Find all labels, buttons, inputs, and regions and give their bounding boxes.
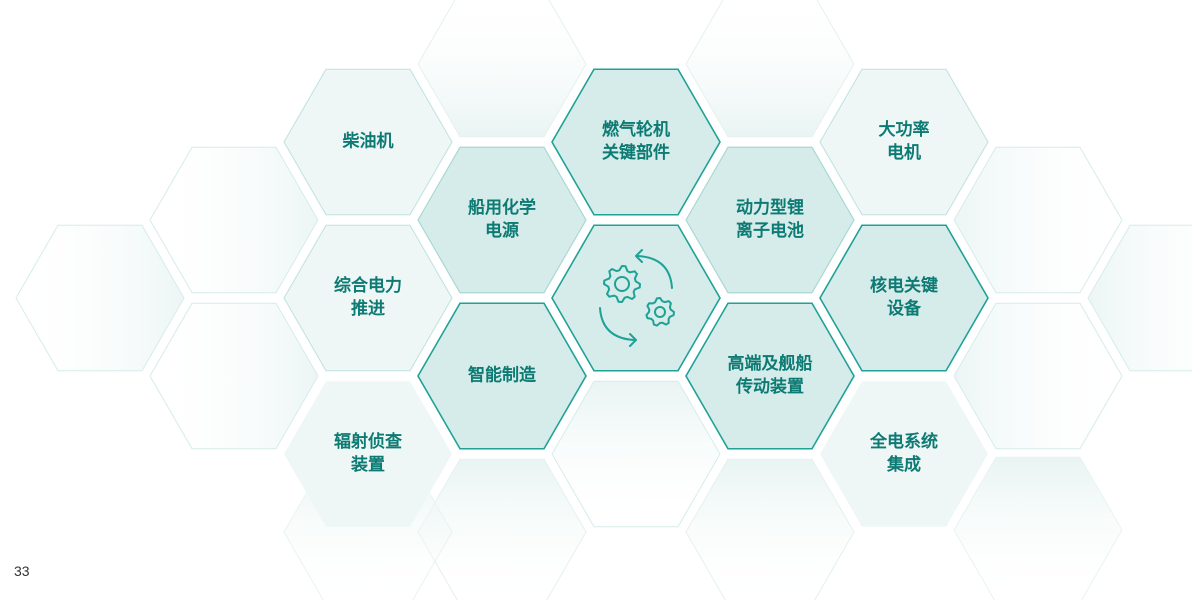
hexagon-label-radiation-reconnaissance-device: 辐射侦查装置	[304, 431, 432, 477]
hexagon-label-line: 传动装置	[736, 377, 804, 397]
decorative-hexagon	[149, 302, 319, 450]
decorative-hexagon	[1087, 224, 1192, 372]
decorative-hexagon	[953, 302, 1123, 450]
hexagon-nuclear-power-key-equipment	[819, 224, 989, 372]
hexagon-label-gas-turbine-key-parts: 燃气轮机关键部件	[572, 119, 700, 165]
decorative-hexagon	[953, 456, 1123, 600]
gear-icon	[645, 297, 675, 327]
hexagon-marine-chemical-power-source	[417, 146, 587, 294]
hexagon-label-line: 动力型锂	[736, 198, 804, 218]
decorative-hexagon	[551, 380, 721, 528]
hexagon-high-power-motor	[819, 68, 989, 216]
hexagon-label-integrated-electric-propulsion: 综合电力推进	[304, 275, 432, 321]
hexagon-intelligent-manufacturing	[417, 302, 587, 450]
hexagon-gas-turbine-key-parts	[551, 68, 721, 216]
hexagon-label-high-end-ship-transmission: 高端及舰船传动装置	[706, 353, 834, 399]
hexagon-label-line: 离子电池	[736, 221, 804, 241]
hexagon-label-line: 电机	[887, 143, 921, 163]
hexagon-diesel-engine	[283, 68, 453, 216]
gear-icon	[603, 265, 641, 303]
hexagon-radiation-reconnaissance-device	[284, 381, 452, 527]
hexagon-label-power-lithium-ion-battery: 动力型锂离子电池	[706, 197, 834, 243]
decorative-hexagon	[149, 146, 319, 294]
hexagon-label-line: 全电系统	[870, 432, 938, 452]
hexagon-label-line: 燃气轮机	[602, 120, 670, 140]
hexagon-integrated-electric-propulsion	[283, 224, 453, 372]
page-number: 33	[14, 563, 30, 579]
hexagon-label-line: 智能制造	[468, 365, 536, 386]
hexagon-label-line: 柴油机	[342, 131, 394, 152]
decorative-hexagon	[953, 146, 1123, 294]
hexagon-label-line: 推进	[351, 299, 385, 319]
hexagon-label-line: 电源	[485, 221, 519, 241]
hexagon-all-electric-system-integration	[820, 381, 988, 527]
decorative-hexagon	[685, 0, 855, 138]
center-hexagon	[551, 224, 721, 372]
hexagon-label-high-power-motor: 大功率电机	[840, 119, 968, 165]
hexagon-label-all-electric-system-integration: 全电系统集成	[840, 431, 968, 477]
rotation-arrows-icon	[599, 249, 673, 347]
hexagon-label-line: 高端及舰船	[727, 354, 813, 374]
hexagon-label-line: 综合电力	[334, 276, 402, 296]
hexagon-label-line: 装置	[351, 455, 385, 475]
hexagon-label-line: 船用化学	[468, 198, 536, 218]
hexagon-label-line: 核电关键	[870, 276, 938, 296]
decorative-hexagon	[15, 224, 185, 372]
hexagon-label-diesel-engine: 柴油机	[304, 131, 432, 154]
hexagon-label-line: 集成	[887, 455, 921, 475]
hexagon-label-intelligent-manufacturing: 智能制造	[438, 365, 566, 388]
hexagon-label-line: 辐射侦查	[334, 432, 402, 452]
hexagon-label-line: 大功率	[878, 120, 930, 140]
hexagon-high-end-ship-transmission	[685, 302, 855, 450]
hexagon-label-marine-chemical-power-source: 船用化学电源	[438, 197, 566, 243]
hexagon-label-line: 关键部件	[602, 143, 670, 163]
decorative-hexagon	[417, 458, 587, 600]
decorative-hexagon	[417, 0, 587, 138]
hexagon-power-lithium-ion-battery	[685, 146, 855, 294]
hexagon-label-nuclear-power-key-equipment: 核电关键设备	[840, 275, 968, 321]
decorative-hexagon	[685, 458, 855, 600]
hexagon-label-line: 设备	[887, 299, 921, 319]
